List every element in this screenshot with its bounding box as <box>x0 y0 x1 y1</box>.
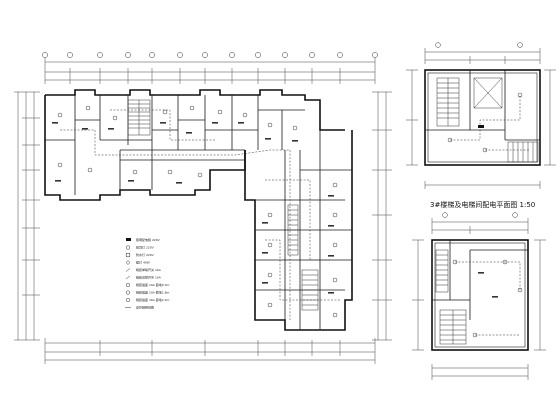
wiring-runs <box>60 109 340 320</box>
legend-symbol <box>125 245 131 250</box>
legend-item: 吸顶灯 220V <box>125 245 155 250</box>
lower-wing-walls <box>244 130 353 331</box>
stair-detail-plan-lower <box>412 212 546 380</box>
legend-text: 防水灯 220V <box>136 252 155 257</box>
legend-item: 暗装插座 16A 距地2.2m <box>125 297 170 303</box>
stair-treads-lower <box>435 249 467 345</box>
elevator-shaft-upper <box>473 77 503 109</box>
lower-stair <box>287 204 319 311</box>
legend-text: 穿管暗敷线路 <box>136 305 154 310</box>
legend-text: 照明配电箱 220V <box>136 237 161 242</box>
legend-item: 壁灯 40W <box>125 260 150 265</box>
light-fixture-symbols <box>57 105 338 318</box>
legend-symbol <box>125 275 131 280</box>
legend-text: 暗装双联开关 10A <box>136 275 162 280</box>
section-title: 3#楼梯及电梯间配电平面图 1:50 <box>430 200 535 209</box>
legend-item: 照明配电箱 220V <box>126 237 161 242</box>
legend-text: 暗装插座 10A 距地0.3m <box>136 282 170 287</box>
stair-treads-upper <box>436 77 539 163</box>
legend-symbol <box>125 290 131 295</box>
room-label-marks <box>52 122 334 294</box>
legend-text: 暗装单联开关 10A <box>136 267 162 272</box>
legend-item: 防水灯 220V <box>125 252 155 258</box>
legend-symbol <box>125 297 131 303</box>
legend-text: 暗装插座 10A 距地1.8m <box>136 290 170 295</box>
legend-symbol <box>125 252 131 258</box>
stair-detail-plan-upper <box>406 42 556 189</box>
left-dimension-lines <box>14 91 40 341</box>
legend-text: 壁灯 40W <box>136 260 150 265</box>
top-dimension-lines <box>42 52 378 84</box>
legend-symbol <box>125 268 131 272</box>
legend-text: 暗装插座 16A 距地2.2m <box>136 297 170 302</box>
main-floor-plan <box>14 52 392 364</box>
legend-item: 暗装插座 10A 距地0.3m <box>125 282 170 288</box>
legend-item: 暗装单联开关 10A <box>125 267 162 272</box>
upper-stair <box>127 99 151 136</box>
legend-symbol <box>125 260 131 265</box>
legend-symbol <box>125 282 131 288</box>
bottom-dimension-lines <box>44 338 376 364</box>
legend-text: 吸顶灯 220V <box>136 245 155 250</box>
right-dimension-lines <box>372 91 392 341</box>
legend-item: 暗装插座 10A 距地1.8m <box>125 290 170 295</box>
legend-item: 暗装双联开关 10A <box>125 275 162 280</box>
legend: 照明配电箱 220V 吸顶灯 220V 防水灯 220V 壁灯 40W 暗装单联开关 1… <box>125 237 170 310</box>
upper-wing-walls <box>44 89 345 201</box>
legend-symbol <box>126 238 131 241</box>
legend-item: 穿管暗敷线路 <box>125 305 154 310</box>
